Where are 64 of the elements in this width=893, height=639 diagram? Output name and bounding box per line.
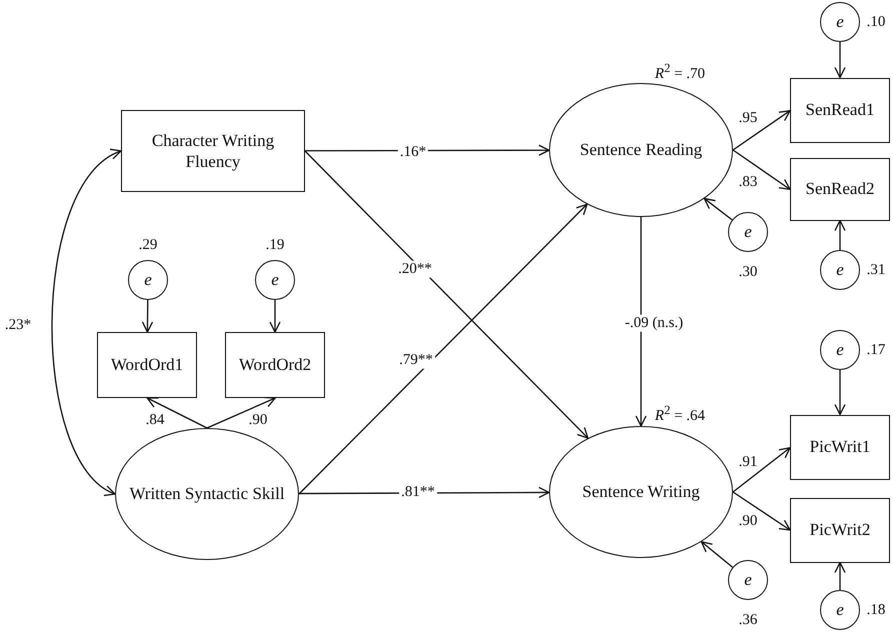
variable-name: WordOrd2	[238, 354, 312, 376]
error-circle	[820, 2, 860, 42]
variance-label: .19	[266, 236, 284, 254]
path-arrow	[206, 396, 276, 429]
path-arrow	[732, 447, 791, 493]
path-arrow	[834, 562, 846, 590]
variable-name: Character Writing Fluency	[150, 130, 276, 172]
error-term-label: e	[836, 11, 844, 33]
variance-label: .29	[138, 236, 158, 254]
error-term-label: e	[836, 339, 844, 361]
path-arrow	[700, 541, 733, 568]
path-arrow	[146, 397, 208, 429]
variable-box	[790, 158, 890, 220]
error-circle	[820, 590, 860, 630]
error-term-label: e	[744, 221, 752, 243]
variable-name: PicWrit1	[810, 436, 870, 458]
error-circle	[820, 330, 860, 370]
variable-name: Sentence Reading	[580, 139, 702, 161]
path-arrow	[269, 300, 281, 333]
error-term-label: e	[144, 269, 152, 291]
edge-label: .20**	[396, 260, 434, 278]
variable-name: PicWrit2	[810, 519, 870, 541]
variance-label: .36	[738, 612, 758, 628]
edge-label: -.09 (n.s.)	[622, 314, 686, 332]
variance-label: .30	[738, 264, 758, 280]
variable-box	[225, 332, 325, 398]
path-arrow	[704, 198, 733, 220]
covariance-arrow	[51, 150, 122, 495]
error-term-label: e	[836, 259, 844, 281]
error-term-label: e	[744, 569, 752, 591]
error-term-label: e	[271, 269, 279, 291]
variable-name: Written Syntactic Skill	[129, 483, 285, 505]
variable-name: WordOrd1	[110, 354, 184, 376]
error-circle	[255, 260, 295, 300]
r-squared-label: R$^{2}$ = .64	[654, 404, 706, 424]
variable-box	[121, 110, 305, 192]
path-arrow	[834, 42, 846, 78]
error-circle	[128, 260, 168, 300]
error-circle	[728, 212, 768, 252]
variable-name: SenRead2	[806, 178, 874, 200]
path-arrow	[635, 217, 647, 427]
path-arrow	[142, 300, 154, 333]
path-arrow	[834, 220, 846, 250]
edge-label: .79**	[397, 352, 435, 368]
variable-name: SenRead1	[806, 99, 874, 121]
variable-name: Sentence Writing	[582, 481, 700, 503]
error-circle	[728, 560, 768, 600]
error-term-label: e	[836, 599, 844, 621]
path-arrow	[732, 110, 791, 151]
variable-box	[790, 78, 890, 142]
variance-label: .10	[866, 14, 886, 30]
error-circle	[820, 250, 860, 290]
variance-label: .17	[866, 342, 886, 358]
variable-box	[97, 332, 197, 398]
path-arrow	[298, 204, 588, 494]
r-squared-label: R$^{2}$ = .70	[654, 62, 706, 82]
path-arrow	[834, 370, 846, 416]
variance-label: .31	[866, 262, 886, 278]
path-arrow	[304, 150, 589, 439]
variance-label: .18	[866, 602, 886, 618]
path-arrow	[732, 149, 791, 190]
path-arrow	[732, 491, 791, 531]
variable-box	[790, 498, 890, 562]
variable-box	[790, 414, 890, 480]
